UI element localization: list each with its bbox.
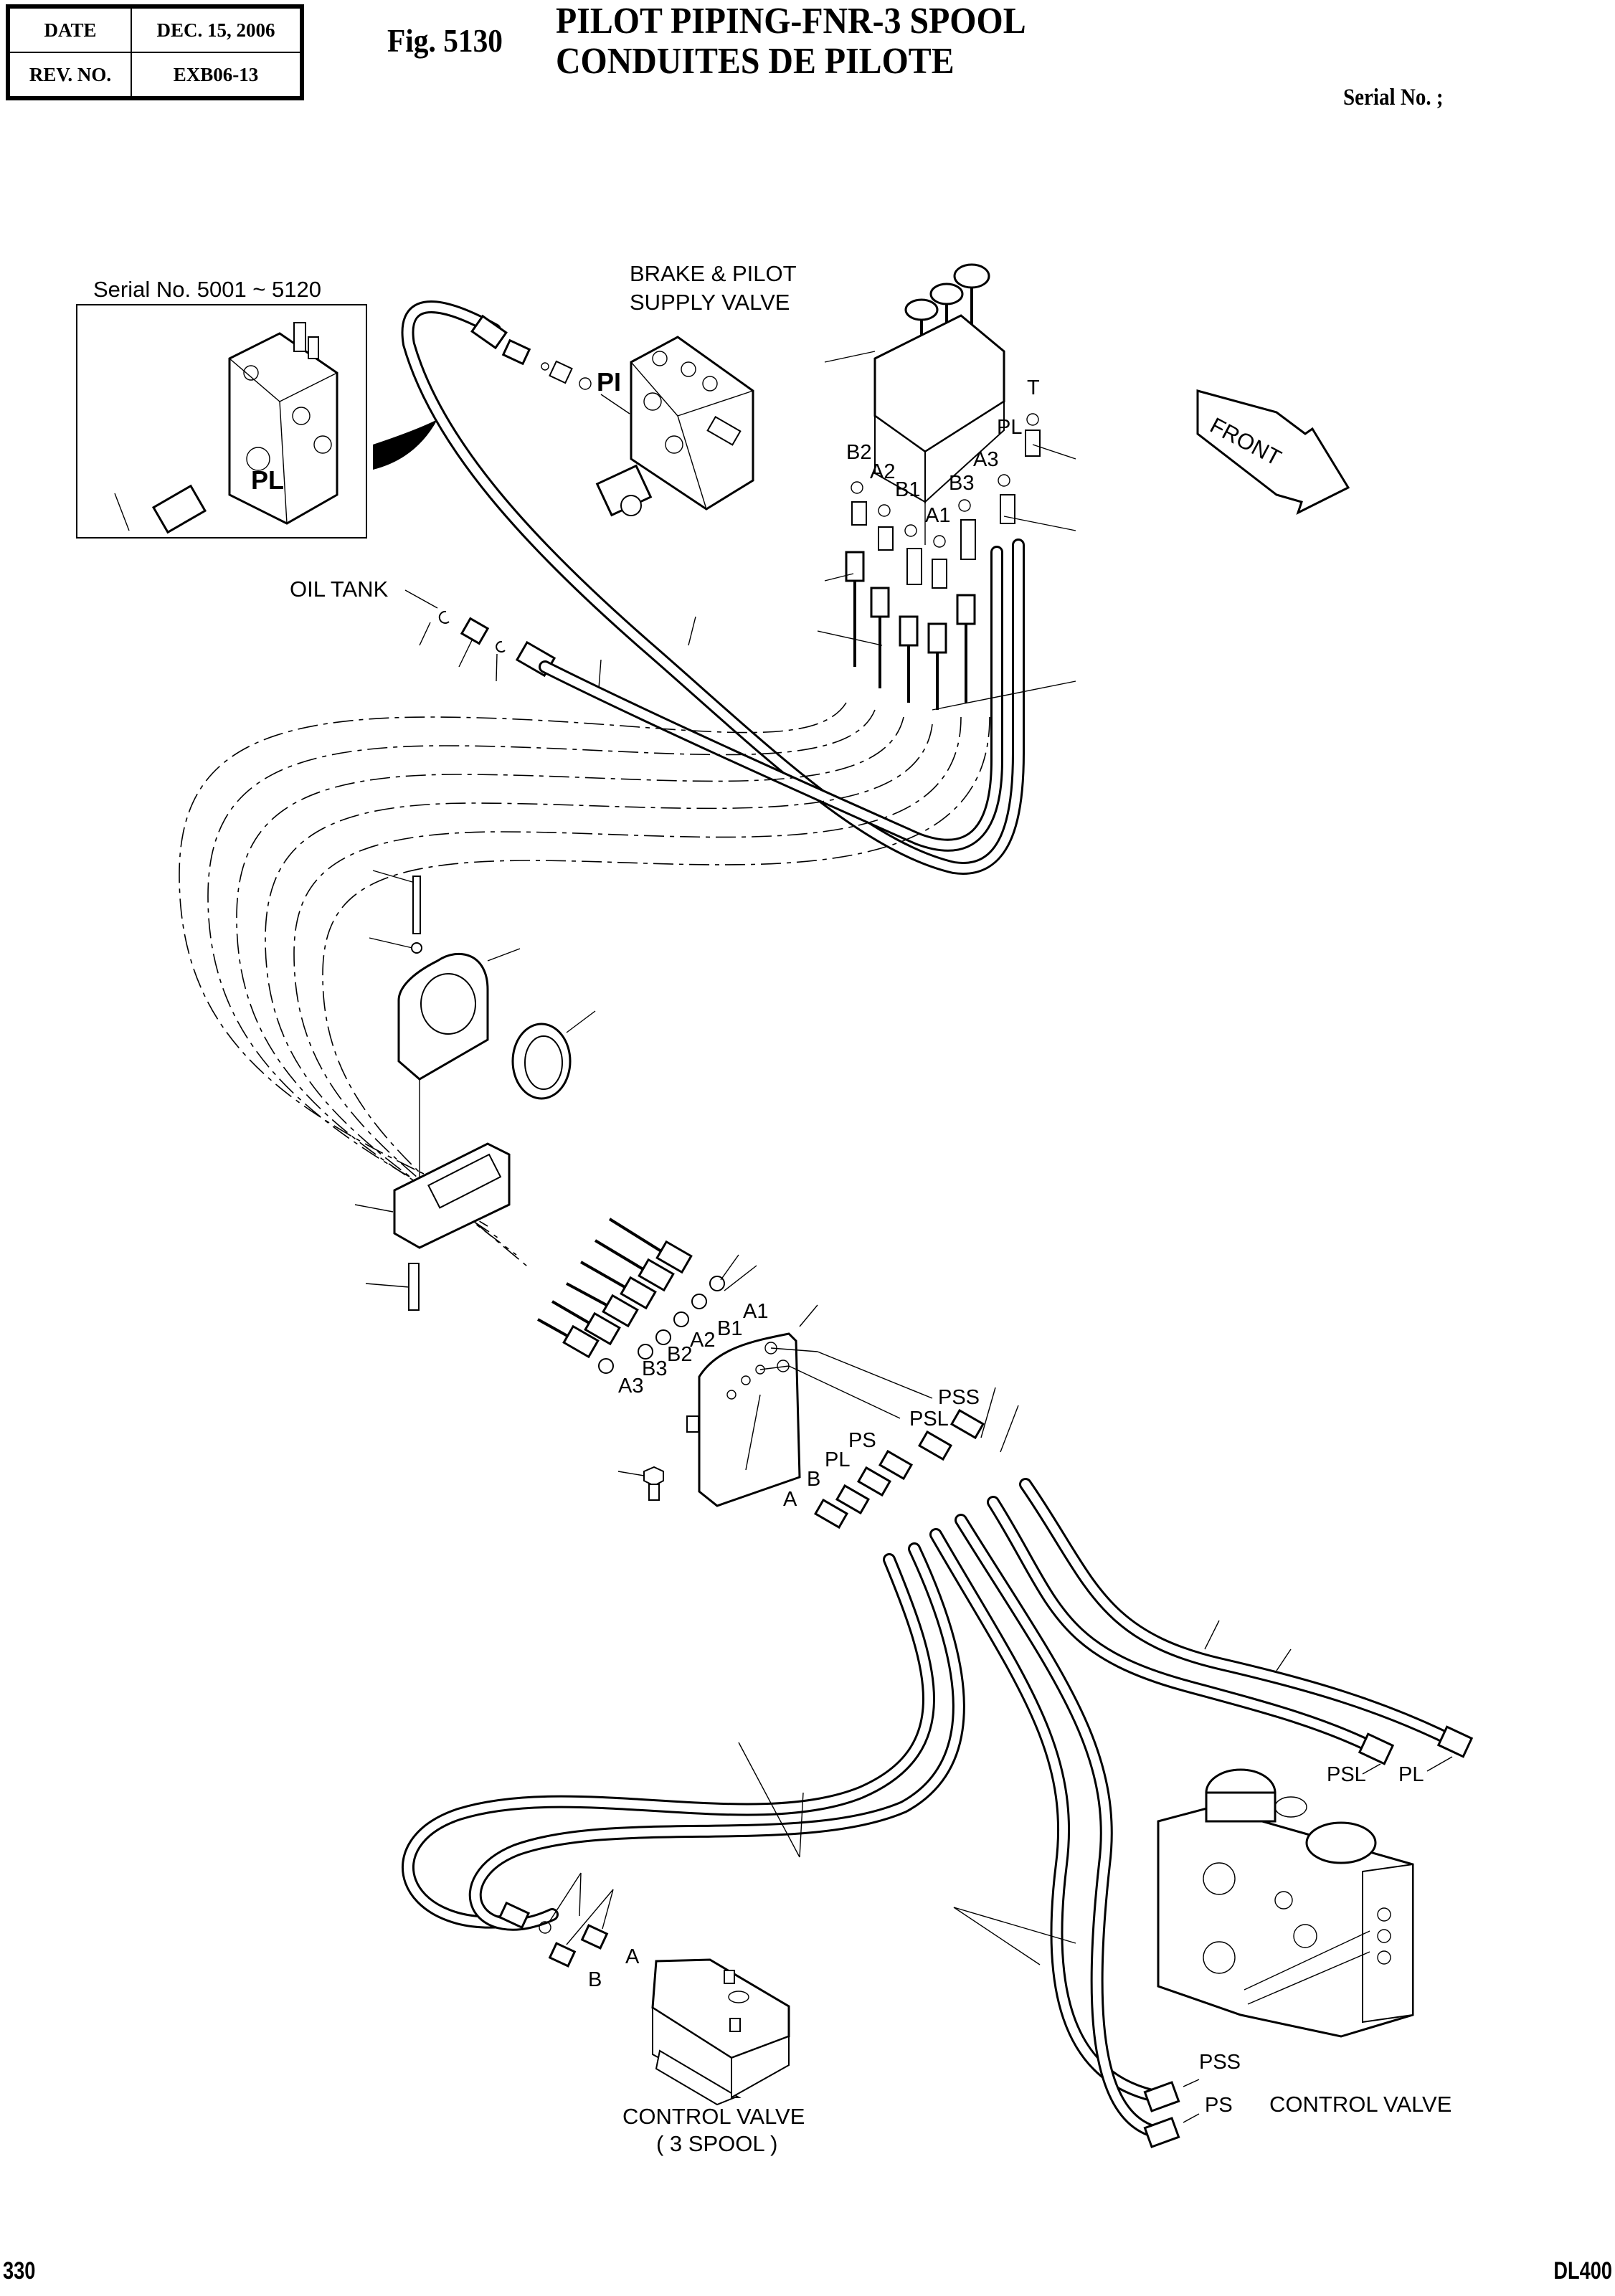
inset-supply-valve: Serial No. 5001 ~ 5120 PL: [76, 277, 437, 539]
title-english: PILOT PIPING-FNR-3 SPOOL: [556, 1, 1026, 42]
joystick-port-b3: B3: [949, 472, 974, 495]
joystick-fittings: [817, 413, 1076, 711]
control-valve-3-spool-body-icon: [651, 1958, 790, 2106]
bracket-port-b1: B1: [717, 1317, 742, 1340]
title-french: CONDUITES DE PILOTE: [556, 41, 955, 82]
model-number: DL400: [1553, 2257, 1612, 2285]
inset-title: Serial No. 5001 ~ 5120: [93, 277, 321, 302]
bracket-port-b2: B2: [667, 1343, 692, 1366]
hose-block-icon: [393, 1142, 511, 1249]
brake-pilot-supply-valve: BRAKE & PILOT SUPPLY VALVE PI: [501, 261, 797, 517]
rev-value: EXB06-13: [131, 52, 303, 99]
cv-main-port-pl: PL: [1398, 1763, 1424, 1786]
cv-main-title: CONTROL VALVE: [1269, 2092, 1451, 2117]
cv-main-port-pss: PSS: [1199, 2051, 1241, 2074]
bracket-port-psl: PSL: [909, 1408, 949, 1431]
page-number: 330: [3, 2257, 36, 2285]
supply-valve-block-icon: [595, 336, 754, 517]
bracket-port-ps: PS: [848, 1429, 876, 1452]
bracket-left-port-labels: A1 B1 A2 B2 B3 A3: [618, 1300, 768, 1398]
bracket-bolt-icon: [643, 1466, 664, 1501]
brake-valve-title-1: BRAKE & PILOT: [630, 261, 797, 286]
bracket-port-pss: PSS: [938, 1386, 980, 1409]
bracket-port-a1: A1: [743, 1300, 768, 1323]
bracket-right-port-labels: PSS PSL PS PL B A: [759, 1347, 980, 1511]
page-title: PILOT PIPING-FNR-3 SPOOL CONDUITES DE PI…: [556, 1, 1026, 82]
clamp-plate-icon: [397, 952, 489, 1081]
brake-valve-port-pi: PI: [597, 367, 621, 397]
joystick-port-a1: A1: [925, 504, 950, 527]
joystick-port-b2: B2: [846, 441, 871, 464]
inset-port-pl: PL: [251, 465, 284, 495]
cv3-port-b: B: [588, 1968, 602, 1991]
supply-hose: [401, 300, 1025, 875]
figure-number: Fig. 5130: [387, 22, 503, 59]
date-label: DATE: [7, 6, 132, 53]
joystick-port-pl: PL: [997, 416, 1022, 439]
cv3-title-2: ( 3 SPOOL ): [656, 2131, 777, 2156]
oil-tank-hose: OIL TANK: [290, 546, 1003, 852]
control-valve-3-spool: A B CONTROL VALVE ( 3 SPOOL ): [498, 1872, 805, 2156]
washer-icon: [411, 942, 422, 954]
bracket-port-pl: PL: [825, 1448, 850, 1471]
hose-bundle-routing: [179, 702, 990, 1270]
control-valve-main-body-icon: [1157, 1768, 1414, 2038]
cv3-port-a: A: [625, 1945, 640, 1968]
cv-main-port-psl: PSL: [1327, 1763, 1366, 1786]
inset-frame: [76, 304, 367, 539]
bracket-port-a: A: [783, 1488, 797, 1511]
joystick-port-a2: A2: [870, 460, 895, 483]
cv3-title-1: CONTROL VALVE: [622, 2104, 805, 2129]
brake-valve-title-2: SUPPLY VALVE: [630, 290, 790, 315]
joystick-port-t: T: [1027, 376, 1040, 399]
joystick-port-labels: B2 A2 B1 A1 B3 A3 PL T: [846, 376, 1040, 527]
pin-icon: [408, 1263, 420, 1311]
bracket-port-b: B: [807, 1468, 820, 1491]
lower-hose-group: [401, 1478, 1474, 2148]
joystick-port-a3: A3: [973, 448, 998, 471]
oil-tank-label: OIL TANK: [290, 577, 389, 602]
revision-table: DATE DEC. 15, 2006 REV. NO. EXB06-13: [6, 4, 304, 100]
bracket-port-a3: A3: [618, 1375, 643, 1398]
callout-arrow-icon: [373, 419, 437, 470]
left-hose-group: [537, 1218, 757, 1374]
bolt-icon: [412, 876, 421, 934]
serial-number-label: Serial No. ;: [1343, 85, 1444, 110]
front-direction-arrow[interactable]: FRONT: [1196, 389, 1350, 515]
bracket-right-fittings: [813, 1387, 1019, 1529]
bracket-port-a2: A2: [690, 1329, 715, 1352]
bulkhead-bracket: [617, 1304, 818, 1507]
rev-label: REV. NO.: [7, 52, 132, 99]
date-value: DEC. 15, 2006: [131, 6, 303, 53]
hose-clamp-assembly: [354, 870, 596, 1311]
joystick-port-b1: B1: [895, 478, 920, 501]
bracket-port-b3: B3: [642, 1357, 667, 1380]
cv-main-port-ps: PS: [1205, 2094, 1233, 2117]
pilot-joystick-valve: [824, 263, 1005, 545]
inset-valve-block-icon: [151, 322, 338, 534]
control-valve-main: PSL PL PSS PS CONTROL VALVE: [1157, 1756, 1453, 2123]
